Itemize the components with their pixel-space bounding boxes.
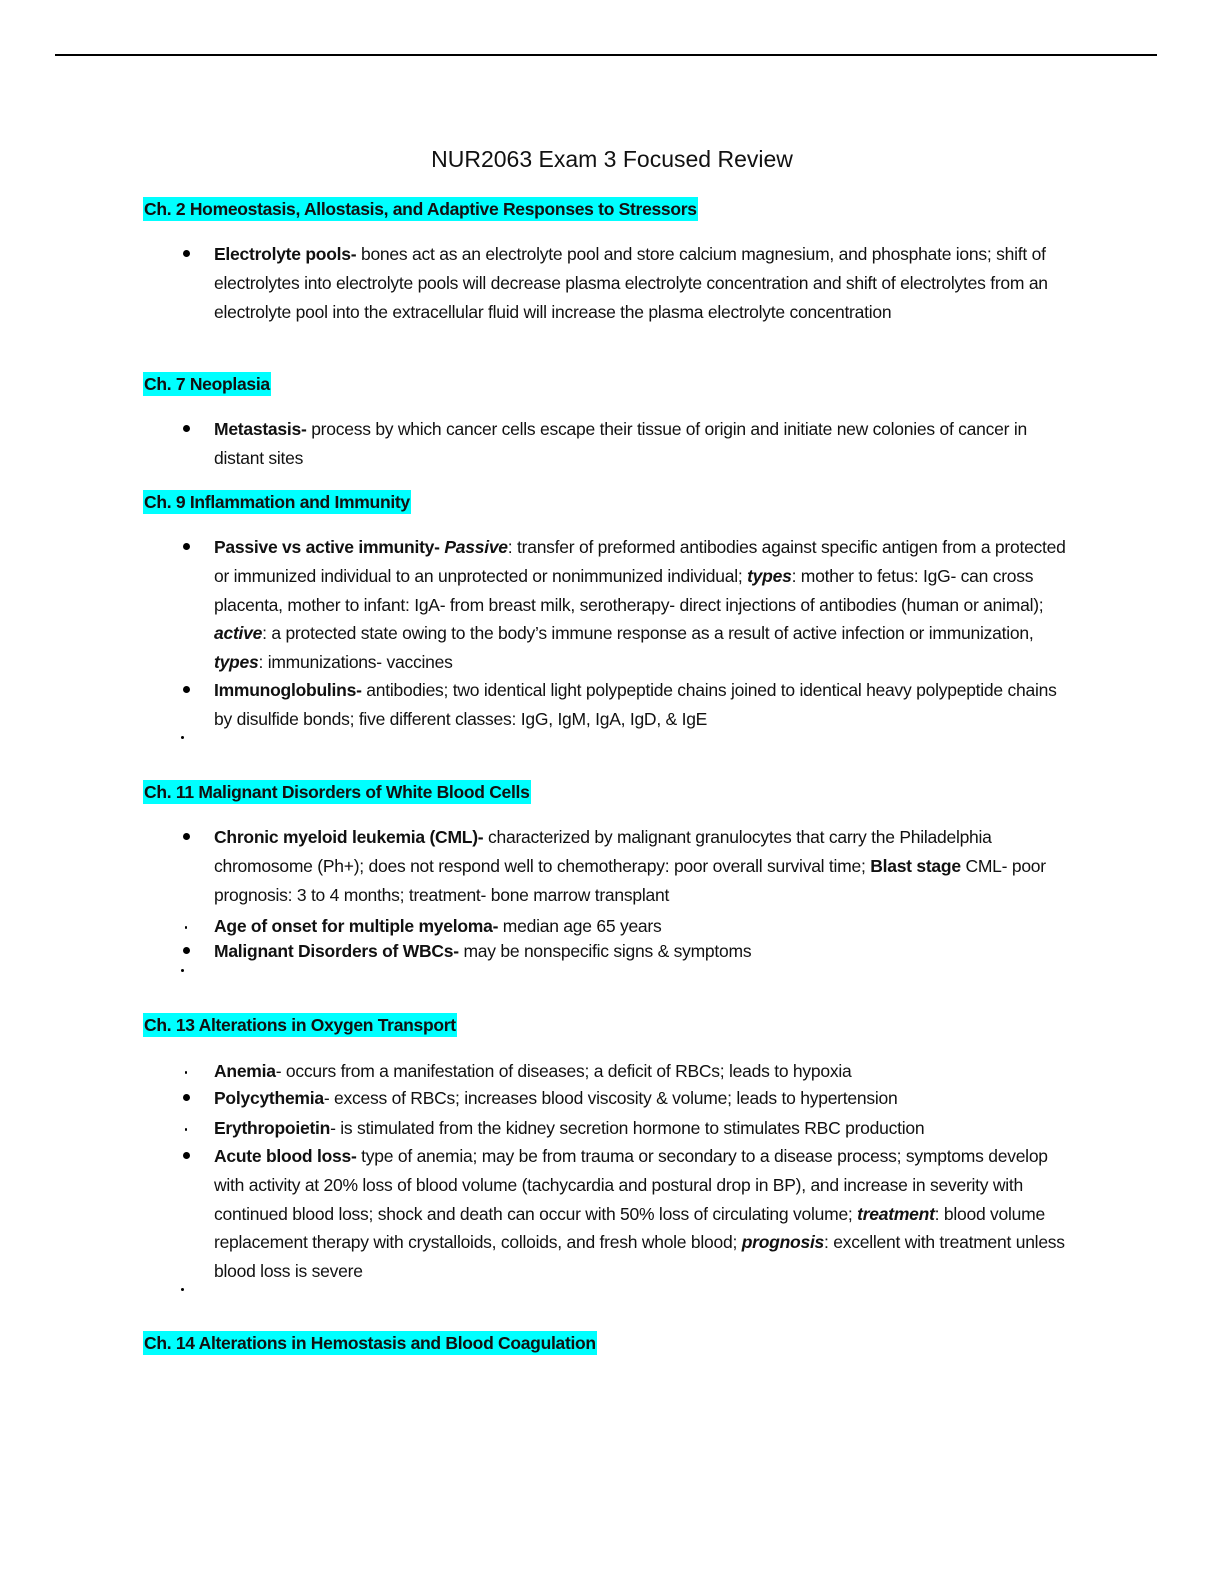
item-text: : transfer of preformed antibodies again…	[214, 537, 1066, 586]
list-item: Age of onset for multiple myeloma- media…	[214, 912, 1070, 941]
document-title: NUR2063 Exam 3 Focused Review	[431, 146, 793, 172]
item-text: : blood volume replacement therapy with …	[214, 1203, 1045, 1253]
emphasis-text: Passive	[444, 537, 508, 557]
section-heading: Ch. 7 Neoplasia	[143, 372, 271, 396]
item-text: CML- poor prognosis: 3 to 4 months; trea…	[214, 855, 1046, 905]
item-text: bones act as an electrolyte pool and sto…	[214, 244, 1048, 322]
empty-bullet-icon	[181, 736, 184, 739]
emphasis-text: prognosis	[741, 1232, 825, 1253]
section-heading: Ch. 11 Malignant Disorders of White Bloo…	[143, 780, 531, 804]
empty-bullet-icon	[181, 969, 184, 972]
bullet-icon	[180, 937, 192, 966]
item-text: characterized by malignant granulocytes …	[214, 827, 992, 876]
emphasis-text: Immunoglobulins-	[214, 680, 362, 700]
section-heading: Ch. 9 Inflammation and Immunity	[143, 490, 411, 514]
emphasis-text: treatment	[857, 1203, 935, 1224]
list-item: Metastasis- process by which cancer cell…	[214, 415, 1070, 473]
bullet-icon	[180, 823, 192, 852]
emphasis-text: Passive vs active immunity-	[214, 537, 445, 557]
item-text: : mother to fetus: IgG- can cross placen…	[214, 565, 1044, 615]
bullet-icon	[180, 1142, 192, 1171]
empty-bullet-icon	[181, 1288, 184, 1291]
item-text: type of anemia; may be from trauma or se…	[214, 1146, 1048, 1224]
emphasis-text: Metastasis-	[214, 419, 307, 439]
bullet-icon	[180, 1084, 192, 1113]
section-heading: Ch. 14 Alterations in Hemostasis and Blo…	[143, 1331, 597, 1355]
item-text: process by which cancer cells escape the…	[214, 419, 1027, 468]
item-text: - is stimulated from the kidney secretio…	[330, 1118, 925, 1138]
list-item: Electrolyte pools- bones act as an elect…	[214, 240, 1070, 326]
list-item: Erythropoietin- is stimulated from the k…	[214, 1114, 1070, 1143]
item-text: : a protected state owing to the body’s …	[262, 623, 1034, 644]
emphasis-text: Blast stage	[870, 855, 961, 876]
item-text: antibodies; two identical light polypept…	[214, 680, 1057, 729]
bullet-icon	[180, 1114, 192, 1143]
bullet-icon	[180, 676, 192, 705]
header-rule	[55, 54, 1157, 56]
list-item: Passive vs active immunity- Passive: tra…	[214, 533, 1070, 677]
emphasis-text: active	[214, 623, 263, 644]
item-text: : immunizations- vaccines	[258, 652, 453, 673]
list-item: Polycythemia- excess of RBCs; increases …	[214, 1084, 1070, 1113]
item-text: - occurs from a manifestation of disease…	[275, 1061, 852, 1081]
list-item: Acute blood loss- type of anemia; may be…	[214, 1142, 1070, 1286]
section-heading: Ch. 13 Alterations in Oxygen Transport	[143, 1013, 457, 1037]
bullet-icon	[180, 1057, 192, 1086]
emphasis-text: Electrolyte pools-	[214, 244, 357, 264]
emphasis-text: Anemia	[214, 1061, 276, 1081]
emphasis-text: Age of onset for multiple myeloma-	[214, 916, 499, 936]
emphasis-text: Acute blood loss-	[214, 1146, 357, 1166]
emphasis-text: Malignant Disorders of WBCs-	[214, 941, 459, 961]
item-text: median age 65 years	[498, 916, 662, 936]
emphasis-text: Polycythemia	[214, 1088, 324, 1108]
section-heading: Ch. 2 Homeostasis, Allostasis, and Adapt…	[143, 197, 698, 221]
list-item: Chronic myeloid leukemia (CML)- characte…	[214, 823, 1070, 909]
bullet-icon	[180, 240, 192, 269]
bullet-icon	[180, 533, 192, 562]
item-text: may be nonspecific signs & symptoms	[458, 941, 752, 961]
list-item: Malignant Disorders of WBCs- may be nons…	[214, 937, 1070, 966]
bullet-icon	[180, 415, 192, 444]
list-item: Anemia- occurs from a manifestation of d…	[214, 1057, 1070, 1086]
emphasis-text: types	[747, 565, 792, 586]
emphasis-text: Chronic myeloid leukemia (CML)-	[214, 827, 484, 847]
item-text: - excess of RBCs; increases blood viscos…	[323, 1088, 898, 1108]
emphasis-text: Erythropoietin	[214, 1118, 331, 1138]
list-item: Immunoglobulins- antibodies; two identic…	[214, 676, 1070, 734]
item-text: : excellent with treatment unless blood …	[214, 1232, 1065, 1282]
emphasis-text: types	[214, 652, 259, 673]
